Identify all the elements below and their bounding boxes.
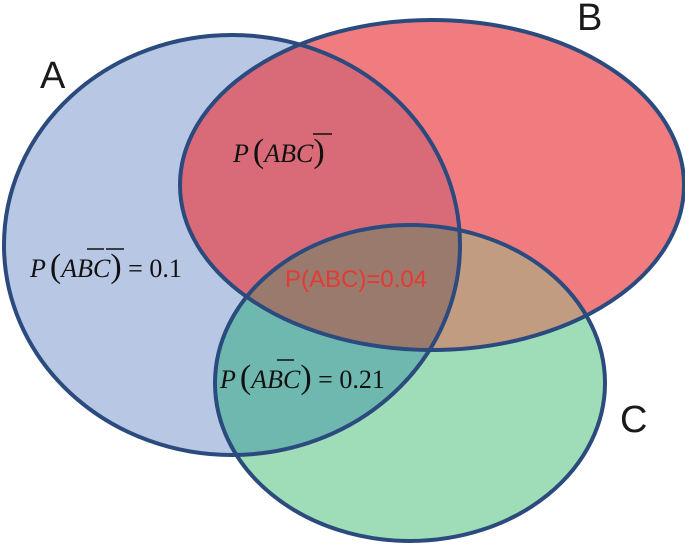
set-b-outline	[178, 18, 685, 352]
event-c-complement: C	[93, 254, 111, 283]
equals-sign: =	[122, 254, 150, 283]
set-a-label: A	[40, 55, 66, 97]
event-c-complement: C	[296, 139, 314, 168]
event-b-complement: B	[267, 365, 283, 394]
event-c: C	[283, 365, 301, 394]
set-c-outline	[213, 223, 607, 543]
label-ab-not-c: P(ABC)	[232, 133, 332, 170]
equals-sign: =	[312, 365, 340, 394]
svg-text:P(ABC) = 0.21: P(ABC) = 0.21	[219, 359, 385, 396]
set-c-label: C	[620, 399, 647, 441]
probability-value: 0.21	[339, 365, 385, 394]
label-a-not-b-c: P(ABC) = 0.21	[219, 359, 385, 396]
region-a-and-b-and-c	[215, 225, 460, 350]
prob-symbol: P	[232, 139, 249, 168]
label-a-not-b-not-c: P(ABC) = 0.1	[29, 248, 182, 285]
event-a: A	[59, 254, 77, 283]
probability-value: 0.1	[149, 254, 182, 283]
label-abc: P(ABC)=0.04	[285, 266, 427, 293]
event-a: A	[249, 365, 267, 394]
set-b-label: B	[577, 0, 602, 39]
prob-symbol: P	[29, 254, 46, 283]
set-a-outline	[2, 33, 462, 457]
event-b: B	[280, 139, 296, 168]
event-a: A	[262, 139, 280, 168]
event-b-complement: B	[77, 254, 93, 283]
svg-text:P(ABC): P(ABC)	[232, 133, 325, 170]
prob-symbol: P	[219, 365, 236, 394]
svg-text:P(ABC) = 0.1: P(ABC) = 0.1	[29, 248, 182, 285]
